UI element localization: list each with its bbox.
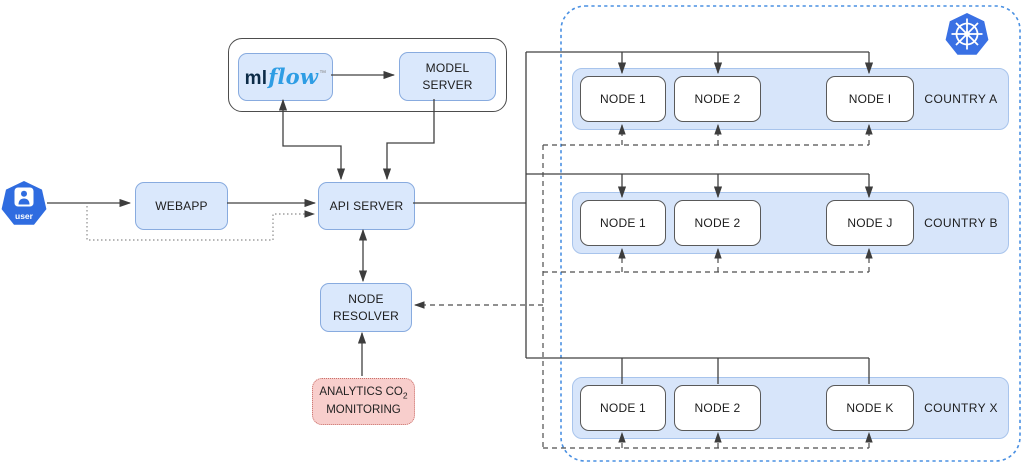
mlflow-logo-flow: flow (268, 63, 319, 89)
model-server-box: MODEL SERVER (399, 52, 496, 101)
api-server-box: API SERVER (318, 182, 415, 230)
mlflow-logo-tm: ™ (319, 69, 327, 77)
country-x-group: NODE 1 NODE 2 NODE K COUNTRY X (572, 377, 1009, 439)
analytics-co2-box: ANALYTICS CO2 MONITORING (312, 378, 415, 425)
user-icon: user (1, 181, 47, 225)
country-b-node-j: NODE J (826, 200, 914, 246)
webapp-box: WEBAPP (135, 182, 228, 230)
node-resolver-label: NODE RESOLVER (332, 292, 400, 323)
mlflow-box: ml flow ™ (238, 53, 333, 101)
api-server-label: API SERVER (329, 198, 404, 213)
node-resolver-box: NODE RESOLVER (320, 283, 412, 332)
country-x-node-k: NODE K (826, 385, 914, 431)
mlflow-group-frame: ml flow ™ MODEL SERVER (228, 38, 507, 112)
country-b-node-2: NODE 2 (674, 200, 761, 246)
kubernetes-icon (945, 13, 989, 55)
country-a-node-i: NODE I (826, 76, 914, 122)
country-x-node-1: NODE 1 (580, 385, 666, 431)
analytics-line1: ANALYTICS CO2 (319, 386, 408, 401)
country-a-group: NODE 1 NODE 2 NODE I COUNTRY A (572, 68, 1009, 130)
model-server-label: MODEL SERVER (422, 61, 473, 92)
analytics-line2: MONITORING (326, 403, 401, 416)
user-icon-label: user (15, 211, 34, 221)
country-a-node-2: NODE 2 (674, 76, 761, 122)
analytics-co2-subscript: 2 (402, 390, 408, 401)
country-x-node-2: NODE 2 (674, 385, 761, 431)
mlflow-logo-ml: ml (244, 67, 268, 89)
country-b-node-1: NODE 1 (580, 200, 666, 246)
country-a-node-1: NODE 1 (580, 76, 666, 122)
country-b-group: NODE 1 NODE 2 NODE J COUNTRY B (572, 192, 1009, 254)
country-x-label: COUNTRY X (924, 401, 998, 415)
webapp-label: WEBAPP (155, 198, 208, 213)
mlflow-logo: ml flow ™ (245, 63, 327, 92)
country-a-label: COUNTRY A (924, 92, 998, 106)
country-b-label: COUNTRY B (924, 216, 998, 230)
